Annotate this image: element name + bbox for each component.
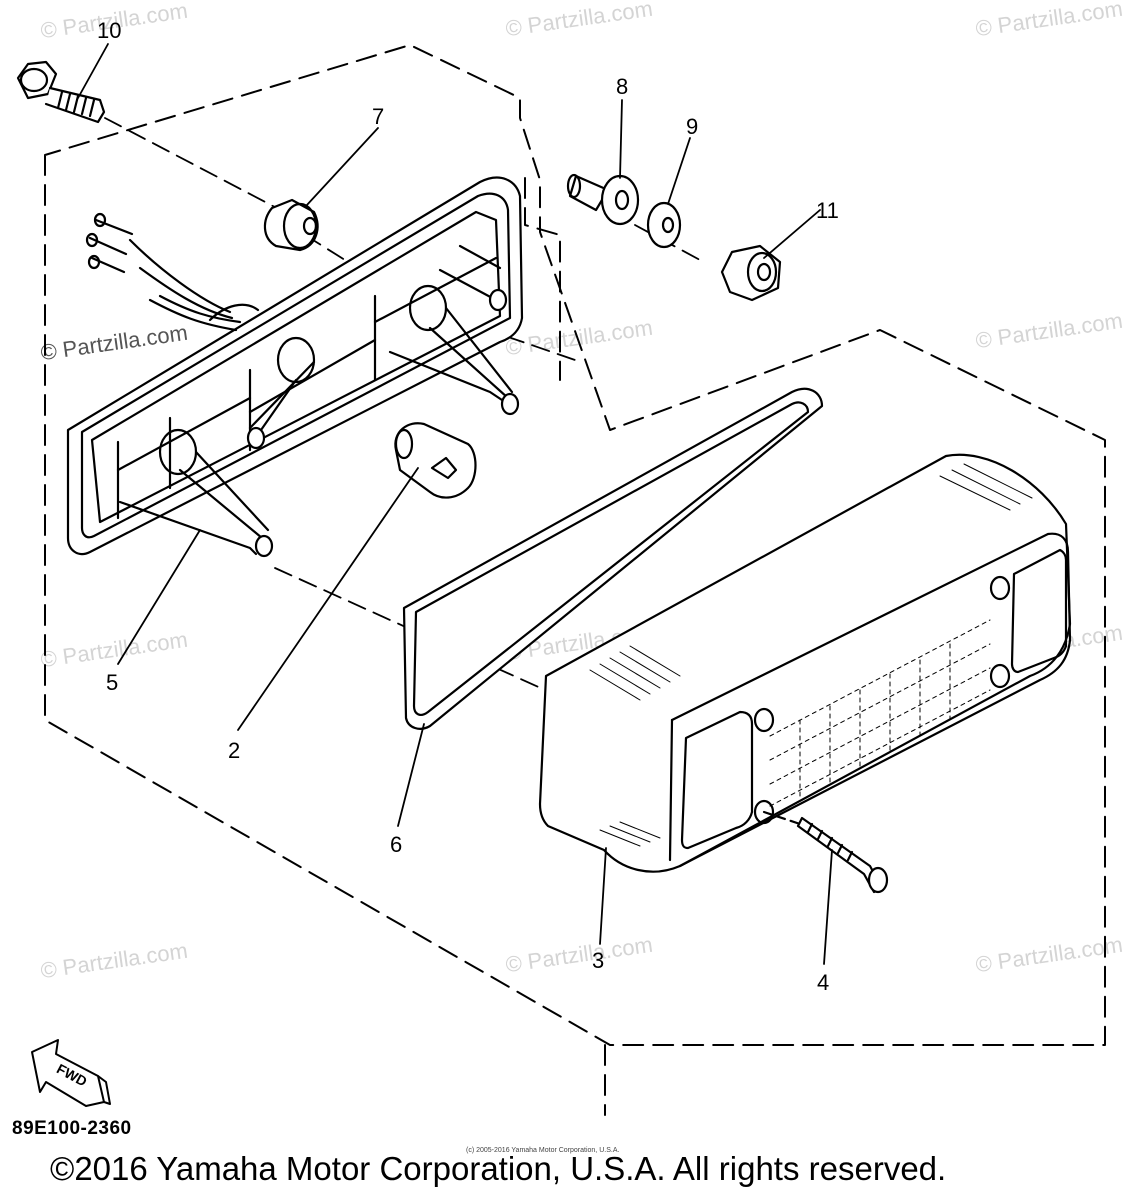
bulb-part	[394, 422, 477, 499]
bolt-part	[16, 60, 106, 124]
leader-lines	[77, 43, 833, 965]
assembly-boundary	[44, 44, 1106, 1116]
gasket-part	[402, 387, 824, 730]
callout-3: 3	[592, 948, 605, 973]
callout-6: 6	[390, 832, 403, 857]
grommet-part	[263, 198, 319, 252]
screw-part	[762, 810, 889, 894]
callout-2: 2	[228, 738, 241, 763]
lens-part	[538, 453, 1072, 873]
fwd-arrow-icon	[31, 1039, 111, 1107]
callout-9: 9	[686, 114, 699, 139]
callout-7: 7	[372, 104, 385, 129]
nut-part	[720, 244, 782, 302]
diagram-code: 89E100-2360	[12, 1118, 132, 1139]
callout-5: 5	[106, 670, 119, 695]
callout-10: 10	[97, 18, 122, 43]
washer-part	[646, 201, 682, 249]
lamp-base-part	[66, 176, 524, 558]
callout-11: 11	[816, 198, 839, 223]
copyright-notice: ©2016 Yamaha Motor Corporation, U.S.A. A…	[50, 1150, 947, 1187]
callout-8: 8	[616, 74, 629, 99]
collar-part	[566, 173, 640, 226]
small-copyright: (c) 2005-2016 Yamaha Motor Corporation, …	[466, 1147, 620, 1154]
callout-4: 4	[817, 970, 830, 995]
